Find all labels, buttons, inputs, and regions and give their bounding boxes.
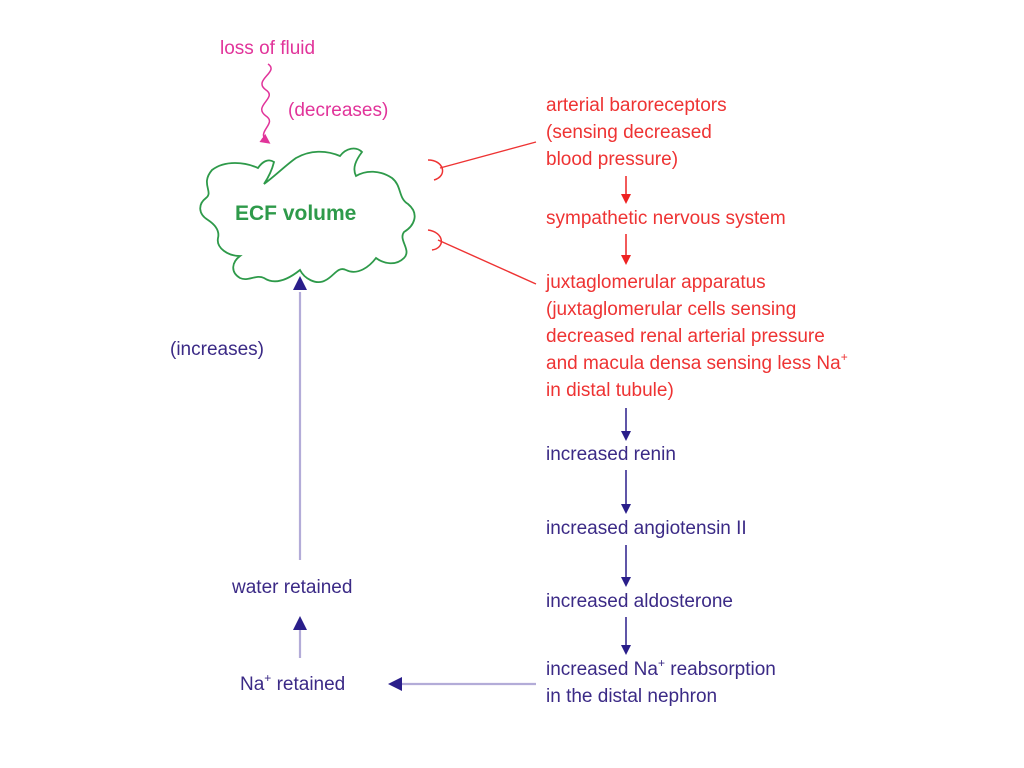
juxta-line-4: and macula densa sensing less Na+ (546, 350, 848, 377)
arrow-head-ecf (293, 276, 307, 290)
increased-renin-text: increased renin (546, 444, 676, 465)
juxtaglomerular-apparatus-text: juxtaglomerular apparatus (juxtaglomerul… (546, 269, 848, 404)
ecf-volume-label: ECF volume (235, 202, 357, 225)
ecf-volume-blob (199, 147, 416, 283)
macula-densa-text: and macula densa sensing less Na (546, 353, 841, 374)
baroreceptor-cup (427, 159, 444, 181)
sympathetic-nervous-system-text: sympathetic nervous system (546, 208, 786, 229)
na-plus-superscript: + (840, 350, 848, 364)
reabsorption-rest: reabsorption (664, 659, 776, 680)
water-retained-text: water retained (232, 577, 353, 598)
na-retained-rest: retained (271, 674, 346, 695)
juxta-line-1: juxtaglomerular apparatus (546, 272, 766, 293)
juxta-line-3: decreased renal arterial pressure (546, 326, 825, 347)
increases-label: (increases) (170, 339, 264, 360)
juxtaglomerular-cup (427, 229, 442, 251)
reabsorption-main: increased Na (546, 659, 658, 680)
juxtaglomerular-line (437, 239, 537, 285)
na-plus-superscript: + (657, 656, 665, 670)
na-retained-text: Na+ retained (240, 671, 345, 698)
na-retained-main: Na (240, 674, 265, 695)
juxta-line-2: (juxtaglomerular cells sensing (546, 299, 797, 320)
increased-aldosterone-text: increased aldosterone (546, 591, 733, 612)
decreases-label: (decreases) (288, 100, 389, 121)
increased-angiotensin-text: increased angiotensin II (546, 518, 747, 539)
loss-of-fluid-label: loss of fluid (220, 38, 316, 59)
arrow-head-na-retained (388, 677, 402, 691)
baroreceptor-line (439, 141, 537, 169)
arrow-head-water (293, 616, 307, 630)
increased-na-reabsorption-text: increased Na+ reabsorption in the distal… (546, 656, 776, 710)
loss-of-fluid-arrow (259, 63, 272, 144)
na-plus-superscript: + (264, 671, 272, 685)
reabsorption-line-1: increased Na+ reabsorption (546, 656, 776, 683)
arterial-baroreceptors-text: arterial baroreceptors (sensing decrease… (546, 95, 727, 170)
juxta-line-5: in distal tubule) (546, 380, 674, 401)
reabsorption-line-2: in the distal nephron (546, 686, 718, 707)
